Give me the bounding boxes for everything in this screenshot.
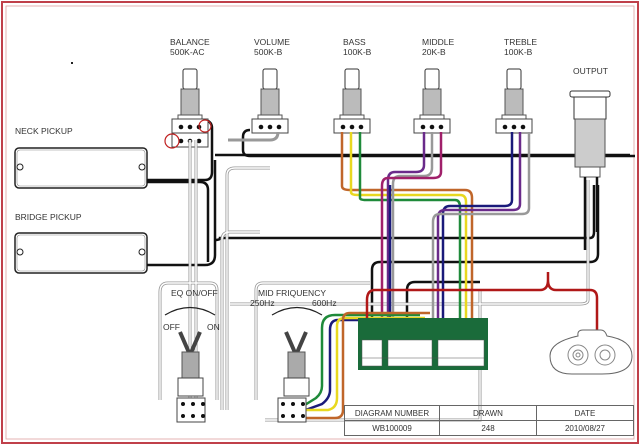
output-label: OUTPUT <box>573 66 608 76</box>
eq-switch[interactable] <box>164 306 216 423</box>
mid-switch-title: MID FRIQUENCY <box>258 288 326 298</box>
bridge-pickup-label: BRIDGE PICKUP <box>15 212 82 222</box>
output-jack <box>569 90 611 250</box>
eq-switch-off-label: OFF <box>163 322 180 332</box>
mid-switch-right-label: 600Hz <box>312 298 337 308</box>
pot-value-middle: 20K-B <box>422 47 446 57</box>
pot-label-bass: BASS <box>343 37 366 47</box>
pot-label-balance: BALANCE <box>170 37 210 47</box>
pot-value-bass: 100K-B <box>343 47 372 57</box>
highlight-marker <box>164 133 180 149</box>
neck-pickup-label: NECK PICKUP <box>15 126 73 136</box>
pot-middle[interactable] <box>413 68 451 134</box>
bridge-pickup <box>14 232 148 274</box>
neck-pickup <box>14 147 148 189</box>
mid-switch[interactable] <box>271 306 323 423</box>
title-value-diagram-number: WB100009 <box>344 420 440 436</box>
pot-label-treble: TREBLE <box>504 37 538 47</box>
red-wires <box>365 272 599 330</box>
pot-value-balance: 500K-AC <box>170 47 205 57</box>
mid-switch-left-label: 250Hz <box>250 298 275 308</box>
pot-balance[interactable] <box>171 68 209 148</box>
pot-label-middle: MIDDLE <box>422 37 455 47</box>
eq-switch-title: EQ ON/OFF <box>171 288 218 298</box>
circuit-board <box>358 318 488 370</box>
gray-wires <box>158 131 590 422</box>
title-header-diagram-number: DIAGRAM NUMBER <box>344 405 440 421</box>
pot-bass[interactable] <box>333 68 371 134</box>
pot-value-volume: 500K-B <box>254 47 283 57</box>
title-header-date: DATE <box>536 405 634 421</box>
pot-label-volume: VOLUME <box>254 37 290 47</box>
pot-volume[interactable] <box>251 68 289 134</box>
eq-switch-on-label: ON <box>207 322 220 332</box>
pot-value-treble: 100K-B <box>504 47 533 57</box>
title-value-drawn: 248 <box>439 420 537 436</box>
title-block: DIAGRAM NUMBER DRAWN DATE WB100009 248 2… <box>344 405 634 436</box>
title-header-drawn: DRAWN <box>439 405 537 421</box>
highlight-marker <box>198 119 212 133</box>
colored-wires <box>290 132 531 420</box>
pot-treble[interactable] <box>495 68 533 134</box>
title-value-date: 2010/08/27 <box>536 420 634 436</box>
battery-snap <box>549 329 633 375</box>
inner-border <box>5 5 635 440</box>
